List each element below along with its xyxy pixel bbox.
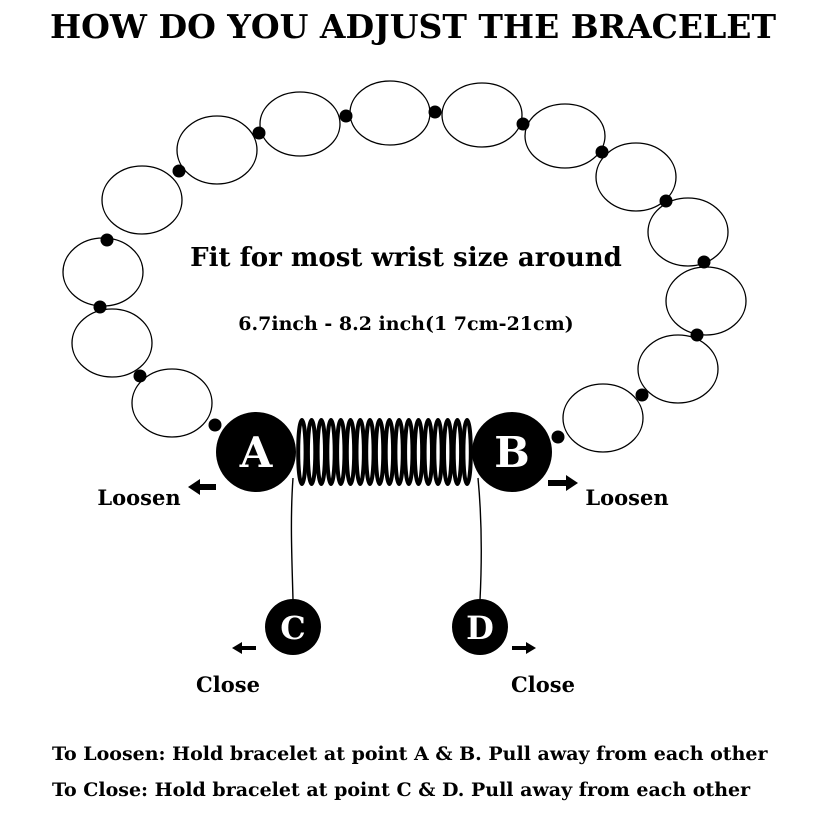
connector-dot <box>339 109 353 123</box>
bead <box>349 80 431 146</box>
point-b-label: B <box>494 428 530 477</box>
bead <box>101 165 183 235</box>
connector-dot <box>595 145 609 159</box>
spring-loop <box>335 418 347 486</box>
point-d-label: D <box>466 609 494 647</box>
bead <box>595 142 677 212</box>
bead <box>665 266 747 336</box>
instruction-close: To Close: Hold bracelet at point C & D. … <box>52 779 751 801</box>
connector-dot <box>93 300 107 314</box>
connector-dot <box>551 430 565 444</box>
close-label-right: Close <box>511 672 575 697</box>
bead <box>62 237 144 307</box>
string-to-d <box>477 477 483 601</box>
bead-chain <box>62 80 747 453</box>
connector-dots <box>93 105 711 444</box>
spring-loop <box>442 418 454 486</box>
spring-loop <box>383 418 396 486</box>
connector-dot <box>659 194 673 208</box>
point-a-label: A <box>239 428 274 477</box>
connector-dot <box>133 369 147 383</box>
bead <box>524 103 606 169</box>
spring-loop <box>393 418 405 486</box>
spring-loop <box>305 418 318 486</box>
arrow-left-loosen-icon <box>188 479 216 495</box>
arrow-right-loosen-icon <box>548 475 578 491</box>
connector-dot <box>516 117 530 131</box>
bead <box>131 368 213 438</box>
bead <box>637 334 719 404</box>
connector-dot <box>252 126 266 140</box>
bead <box>176 115 258 185</box>
connector-dot <box>635 388 649 402</box>
point-a: A <box>216 412 296 492</box>
connector-dot <box>690 328 704 342</box>
spring-loop <box>451 418 464 486</box>
close-label-left: Close <box>196 672 260 697</box>
spring-loop <box>461 418 473 486</box>
spring-loop <box>315 418 327 486</box>
spring-loop <box>325 418 337 486</box>
spring-coil <box>296 418 473 486</box>
loosen-label-left: Loosen <box>97 485 180 510</box>
page-title: HOW DO YOU ADJUST THE BRACELET <box>50 7 776 46</box>
spring-loop <box>354 418 366 486</box>
bead <box>647 197 729 267</box>
point-c: C <box>265 599 321 655</box>
connector-dot <box>208 418 222 432</box>
spring-loop <box>422 418 434 486</box>
fit-range: 6.7inch - 8.2 inch(1 7cm-21cm) <box>238 313 573 335</box>
spring-loop <box>344 418 357 486</box>
bead <box>441 82 523 148</box>
spring-loop <box>364 418 376 486</box>
spring-loop <box>403 418 415 486</box>
loosen-label-right: Loosen <box>585 485 668 510</box>
bead <box>259 91 341 157</box>
point-b: B <box>472 412 552 492</box>
arrow-right-close-icon <box>512 642 536 654</box>
point-c-label: C <box>280 609 305 647</box>
spring-loop <box>412 418 425 486</box>
instruction-loosen: To Loosen: Hold bracelet at point A & B.… <box>52 743 768 765</box>
fit-heading: Fit for most wrist size around <box>190 243 622 273</box>
string-to-c <box>290 477 294 601</box>
spring-loop <box>373 418 386 486</box>
connector-dot <box>697 255 711 269</box>
spring-loop <box>296 418 308 486</box>
bead <box>562 383 644 453</box>
connector-dot <box>428 105 442 119</box>
arrow-left-close-icon <box>232 642 256 654</box>
connector-dot <box>100 233 114 247</box>
spring-loop <box>432 418 444 486</box>
point-d: D <box>452 599 508 655</box>
connector-dot <box>172 164 186 178</box>
bead <box>71 308 153 378</box>
